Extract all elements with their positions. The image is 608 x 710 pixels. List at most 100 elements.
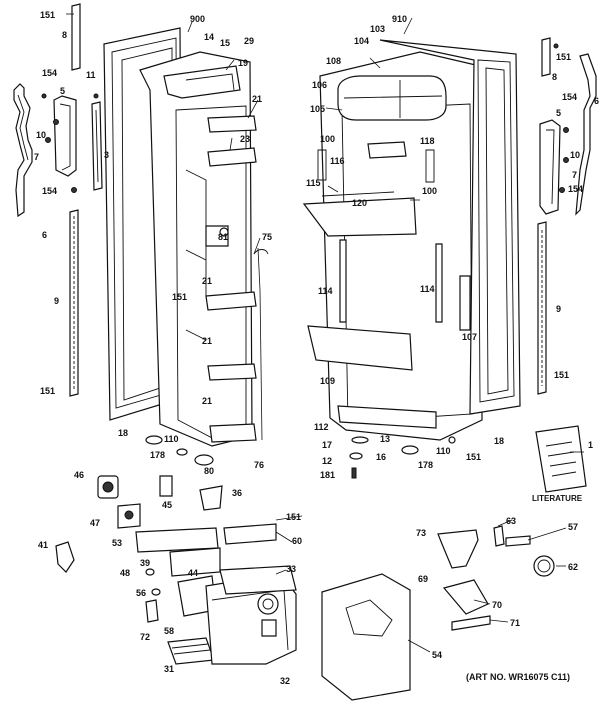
callout-36: 36: [232, 488, 243, 498]
callout-76: 76: [254, 460, 265, 470]
callout-9: 9: [54, 296, 60, 306]
callout-154: 154: [42, 68, 58, 78]
callout-6: 6: [42, 230, 48, 240]
callout-21: 21: [202, 276, 213, 286]
callout-12: 12: [322, 456, 333, 466]
leader-lines: [66, 13, 584, 653]
callout-23: 23: [240, 134, 251, 144]
callout-114: 114: [318, 286, 333, 296]
callout-13: 13: [380, 434, 391, 444]
dairy-compartment-108: [337, 75, 447, 121]
callout-31: 31: [164, 664, 175, 674]
left-bracket-3-11: [91, 93, 103, 191]
callout-110: 110: [436, 446, 451, 456]
callout-104: 104: [354, 36, 370, 46]
right-door-trim-8: [541, 37, 559, 77]
callout-7: 7: [572, 170, 578, 180]
callout-151: 151: [40, 10, 56, 20]
callout-21: 21: [202, 396, 213, 406]
callout-181: 181: [320, 470, 336, 480]
callout-910: 910: [392, 14, 408, 24]
right-handle-mount-5: [539, 119, 569, 215]
callout-151: 151: [286, 512, 302, 522]
callout-72: 72: [140, 632, 151, 642]
callout-151: 151: [554, 370, 570, 380]
ice-bucket-32: [205, 565, 297, 665]
callout-32: 32: [280, 676, 291, 686]
callout-58: 58: [164, 626, 175, 636]
callout-106: 106: [312, 80, 328, 90]
callout-11: 11: [86, 70, 96, 80]
callout-115: 115: [306, 178, 321, 188]
literature-label: LITERATURE: [532, 494, 583, 503]
chute-parts-73-69-70-71: [437, 525, 555, 631]
callout-15: 15: [220, 38, 231, 48]
callout-100: 100: [422, 186, 438, 196]
right-door-handle-6: [575, 53, 597, 216]
door-shelves-fresh-food: [302, 191, 437, 429]
left-trim-strip-9: [69, 209, 79, 397]
callout-60: 60: [292, 536, 303, 546]
callout-41: 41: [38, 540, 49, 550]
callout-100: 100: [320, 134, 336, 144]
callout-75: 75: [262, 232, 273, 242]
callout-178: 178: [418, 460, 434, 470]
callout-48: 48: [120, 568, 131, 578]
callout-14: 14: [204, 32, 215, 42]
left-door-trim-8: [71, 3, 81, 71]
callout-112: 112: [314, 422, 329, 432]
callout-71: 71: [510, 618, 521, 628]
callout-151: 151: [556, 52, 572, 62]
callout-54: 54: [432, 650, 443, 660]
callout-44: 44: [188, 568, 199, 578]
callout-110: 110: [164, 434, 179, 444]
callout-151: 151: [172, 292, 188, 302]
callout-29: 29: [244, 36, 255, 46]
callout-57: 57: [568, 522, 579, 532]
callout-6: 6: [594, 96, 600, 106]
callout-178: 178: [150, 450, 166, 460]
callout-21: 21: [202, 336, 213, 346]
callout-8: 8: [62, 30, 68, 40]
callout-18: 18: [494, 436, 505, 446]
callout-154: 154: [562, 92, 578, 102]
callout-107: 107: [462, 332, 478, 342]
door-shelf-supports: [317, 141, 471, 331]
callout-109: 109: [320, 376, 336, 386]
small-hardware-bottom: [145, 435, 456, 479]
callout-103: 103: [370, 24, 386, 34]
callout-73: 73: [416, 528, 427, 538]
callout-7: 7: [34, 152, 40, 162]
art-number: (ART NO. WR16075 C11): [466, 672, 571, 682]
callout-80: 80: [204, 466, 215, 476]
freezer-door-hinge-parts: [205, 225, 269, 441]
callout-69: 69: [418, 574, 429, 584]
literature-booklet: [535, 425, 587, 493]
callout-900: 900: [190, 14, 206, 24]
callout-53: 53: [112, 538, 123, 548]
callout-10: 10: [570, 150, 581, 160]
callout-151: 151: [40, 386, 56, 396]
callout-10: 10: [36, 130, 47, 140]
callout-151: 151: [466, 452, 482, 462]
freezer-door-shelves-21: [185, 115, 257, 443]
callout-81: 81: [218, 232, 229, 242]
callout-33: 33: [286, 564, 297, 574]
callout-17: 17: [322, 440, 333, 450]
callout-70: 70: [492, 600, 503, 610]
left-door-handle-6: [13, 83, 33, 218]
callout-105: 105: [310, 104, 326, 114]
callout-62: 62: [568, 562, 579, 572]
callout-114: 114: [420, 284, 435, 294]
callout-154: 154: [568, 184, 584, 194]
callout-45: 45: [162, 500, 173, 510]
callout-5: 5: [60, 86, 66, 96]
callout-21: 21: [252, 94, 263, 104]
callout-5: 5: [556, 108, 562, 118]
callout-1: 1: [588, 440, 594, 450]
callout-120: 120: [352, 198, 368, 208]
callout-56: 56: [136, 588, 147, 598]
callout-46: 46: [74, 470, 85, 480]
